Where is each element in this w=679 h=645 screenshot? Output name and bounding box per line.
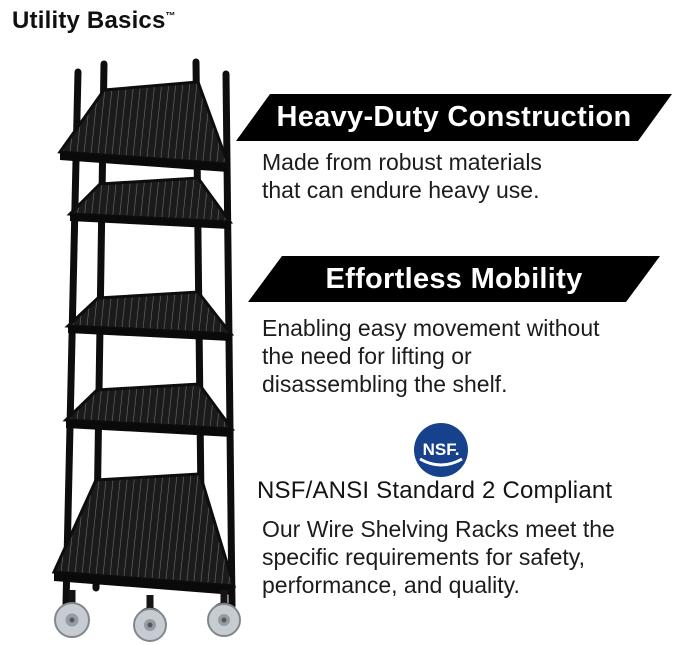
nsf-logo-text: NSF. [423,440,460,459]
feature-banner-heavy-duty: Heavy-Duty Construction [236,94,672,141]
brand-logo: Utility Basics™ [12,7,176,35]
nsf-heading: NSF/ANSI Standard 2 Compliant [257,477,613,504]
feature-body-heavy-duty: Made from robust materials that can endu… [262,149,542,204]
nsf-logo-swoosh [419,457,463,467]
feature-banner-label: Effortless Mobility [325,262,583,295]
product-photo-wire-shelving-rack [51,58,241,642]
feature-banner-mobility: Effortless Mobility [248,256,660,302]
nsf-logo-icon: NSF. [414,423,468,477]
feature-banner-label: Heavy-Duty Construction [276,101,632,133]
brand-trademark-symbol: ™ [165,11,176,22]
feature-body-mobility: Enabling easy movement without the need … [262,315,600,398]
nsf-body: Our Wire Shelving Racks meet the specifi… [262,516,615,599]
rack-caster-wheels [54,590,241,642]
rack-shelves [51,80,237,595]
brand-name: Utility Basics [12,7,166,34]
